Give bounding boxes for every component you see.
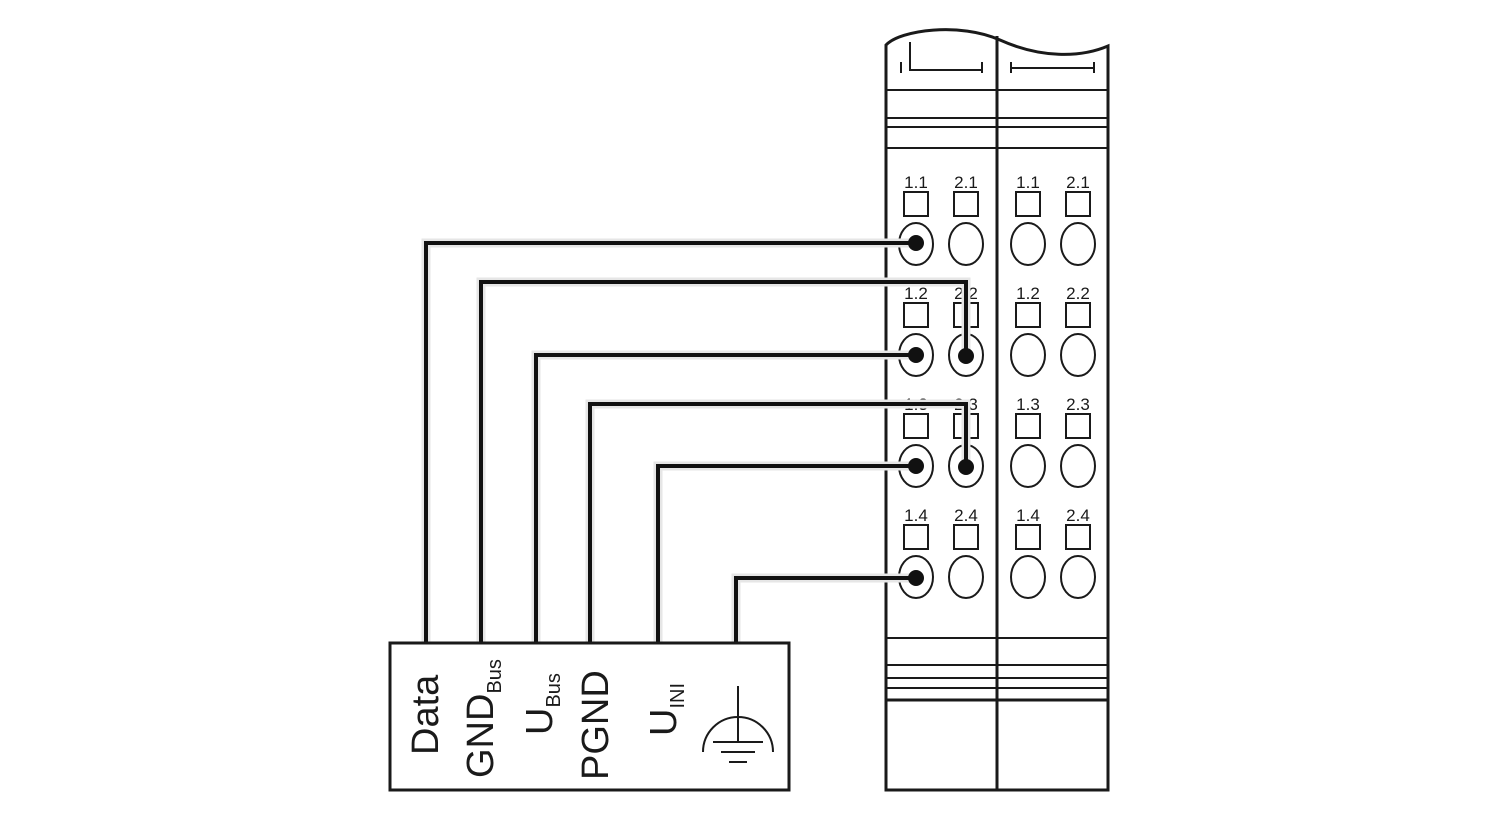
terminal-marker: [1065, 302, 1091, 328]
pin-label-pgnd: PGND: [575, 670, 617, 780]
terminal-label: 2.1: [1066, 173, 1090, 192]
pin-label-data: Data: [405, 674, 447, 755]
wire-dot: [908, 235, 924, 251]
terminal-label: 1.2: [904, 284, 928, 303]
terminal-screw[interactable]: [1010, 444, 1046, 488]
terminal-label: 2.1: [954, 173, 978, 192]
connector-pin-labels: Data GNDBus UBus PGND UINI: [405, 659, 689, 780]
terminal-marker: [1065, 413, 1091, 439]
terminal-screw[interactable]: [1060, 444, 1096, 488]
terminal-label: 1.4: [904, 506, 928, 525]
ground-icon: [702, 686, 774, 763]
connector-box: [388, 641, 791, 792]
terminal-screw[interactable]: [1010, 333, 1046, 377]
terminal-label: 2.4: [1066, 506, 1090, 525]
terminal-marker: [953, 524, 979, 550]
terminal-marker: [903, 524, 929, 550]
terminal-screw[interactable]: [948, 555, 984, 599]
wires: [421, 238, 971, 642]
wire-u-ini: [656, 464, 916, 642]
wire-endpoints: [908, 235, 974, 586]
terminal-label: 1.2: [1016, 284, 1040, 303]
wire-dot: [908, 570, 924, 586]
terminal-marker: [903, 191, 929, 217]
pin-label-gnd-bus: GNDBus: [460, 659, 506, 778]
terminal-marker: [903, 302, 929, 328]
terminal-screw[interactable]: [948, 222, 984, 266]
terminal-label: 1.1: [904, 173, 928, 192]
terminal-screw[interactable]: [1010, 555, 1046, 599]
terminal-label: 1.3: [1016, 395, 1040, 414]
terminal-label: 2.2: [1066, 284, 1090, 303]
pin-label-u-bus: UBus: [519, 673, 565, 735]
wire-dot: [958, 459, 974, 475]
terminal-label: 1.4: [1016, 506, 1040, 525]
module-housing: [884, 28, 1110, 792]
terminal-marker: [953, 191, 979, 217]
terminal-marker: [1015, 302, 1041, 328]
terminal-screw[interactable]: [1060, 555, 1096, 599]
terminal-screw[interactable]: [1010, 222, 1046, 266]
module-outline: [884, 28, 1110, 792]
wire-data: [424, 241, 916, 642]
wire-dot: [908, 458, 924, 474]
wire-gnd-bus: [479, 280, 968, 642]
terminal-marker: [1015, 191, 1041, 217]
pin-label-u-ini: UINI: [643, 683, 689, 736]
wire-dot: [958, 348, 974, 364]
wire-dot: [908, 347, 924, 363]
terminal-label: 2.4: [954, 506, 978, 525]
terminal-marker: [1065, 191, 1091, 217]
terminal-label: 1.1: [1016, 173, 1040, 192]
terminal-marker: [903, 413, 929, 439]
terminal-marker: [1065, 524, 1091, 550]
terminal-screw[interactable]: [1060, 222, 1096, 266]
terminal-marker: [1015, 524, 1041, 550]
wire-u-bus: [534, 353, 916, 642]
terminal-screw[interactable]: [1060, 333, 1096, 377]
wire-pgnd: [588, 402, 968, 642]
marker-bracket: [900, 42, 1095, 73]
terminal-label: 2.3: [1066, 395, 1090, 414]
terminal-marker: [1015, 413, 1041, 439]
wire-ground: [734, 576, 916, 642]
